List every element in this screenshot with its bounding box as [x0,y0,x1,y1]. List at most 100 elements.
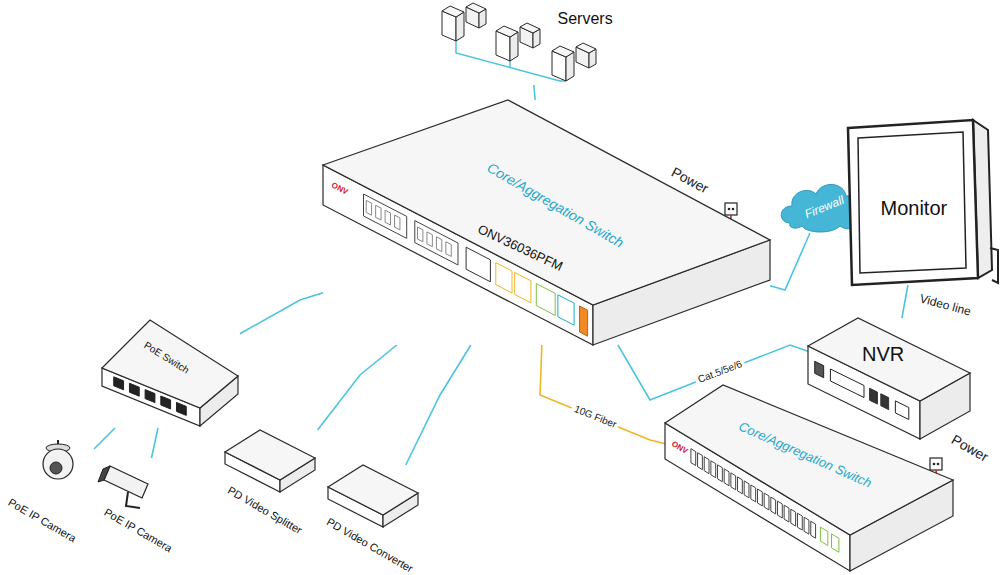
node-outline [665,385,955,573]
video-splitter: PD Video Splitter [225,430,325,540]
node-label: PD Video Splitter [225,483,304,536]
port [427,232,432,247]
node-drawing [848,120,998,285]
link-label: Cat.5/5e/6 [694,357,747,387]
server-group: Servers [440,3,620,85]
port [764,493,769,510]
node-label: Monitor [881,197,948,220]
box-top-face [520,23,540,33]
ethernet-link [318,345,397,430]
socket-body [725,203,737,215]
node-label: PoE IP Camera [102,505,174,554]
port [418,227,423,242]
port [515,272,531,302]
node-outline [100,318,240,428]
port [797,513,802,530]
ethernet-link [902,285,908,318]
port [436,237,441,252]
port [777,501,782,518]
box-top-face [496,26,518,37]
socket-pin [732,208,735,211]
port [771,497,776,514]
ethernet-link [770,233,810,290]
video-converter: PD Video Converter [328,465,428,575]
port [496,263,512,293]
node-label: NVR [862,343,904,366]
port [815,361,824,377]
node-label: Servers [558,10,613,28]
port [718,465,723,482]
port [758,489,763,506]
node-outline [323,100,770,345]
dome-body [43,449,73,479]
box-top-face [225,430,315,480]
port [731,473,736,490]
node-drawing [98,466,148,508]
bullet-lens [98,466,110,482]
port [784,505,789,522]
port [881,394,889,410]
core-aggregation-switch: Core/Aggregation SwitchONV [665,385,955,573]
port [176,402,186,415]
port [811,521,816,538]
box-top-face [576,43,596,53]
port [114,377,124,390]
ethernet-link [151,428,158,458]
node-drawing [43,440,73,479]
port [744,481,749,498]
core-aggregation-switch: Core/Aggregation SwitchONV36036PFMONV [323,100,770,345]
port [366,200,371,215]
port [691,449,696,466]
node-drawing [328,465,418,527]
bullet-body [104,466,148,498]
socket-body [930,458,942,470]
fiber-link [540,345,665,444]
dome-lens [50,462,62,474]
box-top-face [442,6,464,17]
port [415,221,458,265]
box-top-face [808,318,970,401]
port [820,527,827,545]
link-label: 10G Fiber [570,402,621,432]
box-top-face [665,385,953,535]
port [895,401,908,420]
node-outline [808,318,973,443]
socket-pin [933,463,936,466]
port [832,534,839,552]
port [791,509,796,526]
port [751,485,756,502]
box-top-face [102,320,238,408]
node-drawing [808,318,970,439]
port [536,284,555,316]
port [870,388,878,404]
port [724,469,729,486]
port [161,396,171,409]
power-label: Power [948,431,991,465]
port [698,453,703,470]
box-top-face [328,465,418,515]
port [738,477,743,494]
monitor-stand [990,248,998,283]
monitor: Monitor [848,120,998,285]
port [830,369,864,398]
port [558,295,574,325]
dome-camera: PoE IP Camera [2,440,94,550]
box-top-face [323,100,770,305]
poe-switch: PoE Switch [100,318,240,428]
ethernet-link [94,428,115,449]
ethernet-link [240,293,323,334]
port [466,247,490,282]
socket-pin [937,463,940,466]
port [804,517,809,534]
port [145,390,155,403]
port [129,383,139,396]
node-drawing [102,320,238,426]
port [704,457,709,474]
box-top-face [552,46,574,57]
port [395,215,400,230]
link-label: Video line [915,291,975,320]
node-outline [2,440,94,550]
port [376,205,381,220]
node-drawing [665,385,953,571]
